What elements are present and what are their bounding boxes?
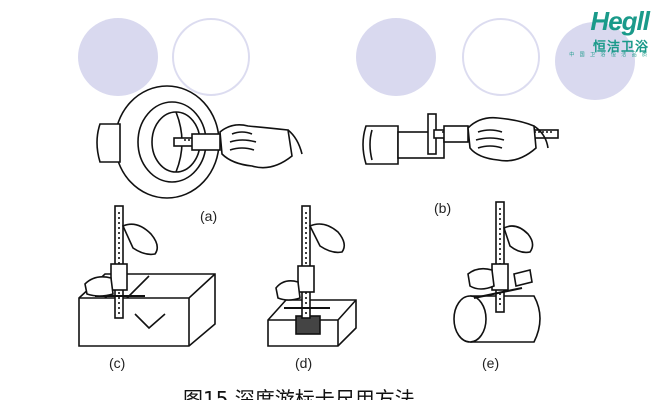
figure-a-label: (a) (200, 208, 218, 224)
figure-d-label: (d) (295, 355, 313, 371)
decor-circle-filled-1 (78, 18, 158, 96)
logo-chinese-name: 恒洁卫浴 (592, 39, 649, 54)
decor-circle-filled-3 (555, 22, 635, 100)
figure-c-label: (c) (109, 355, 126, 371)
figure-b-illustration (362, 113, 559, 165)
decor-circle-filled-2 (356, 18, 436, 96)
figure-d-illustration (267, 205, 357, 347)
logo-tagline: 中 国 卫 浴 恒 洁 品 质 (569, 52, 649, 58)
decor-circle-outline-2 (462, 18, 540, 96)
figure-b-label: (b) (434, 200, 452, 216)
figure-a-illustration (96, 85, 303, 199)
figure-caption: 图15 深度游标卡尺用方法 (183, 387, 415, 400)
brand-logo: Hegll 恒洁卫浴 中 国 卫 浴 恒 洁 品 质 (547, 6, 657, 58)
logo-wordmark: Hegll (590, 6, 650, 36)
decor-circle-outline-1 (172, 18, 250, 96)
figure-c-illustration (78, 205, 216, 347)
figure-e-label: (e) (482, 355, 500, 371)
figure-e-illustration (453, 201, 541, 343)
